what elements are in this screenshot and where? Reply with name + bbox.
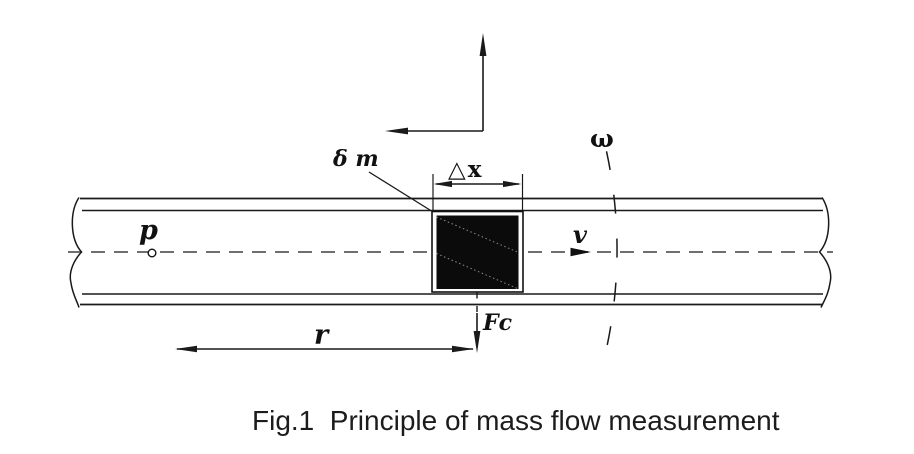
- delta-m-leader: [368, 171, 432, 212]
- delta-x-dimension: [432, 174, 524, 210]
- pipe-walls: [69, 197, 832, 308]
- rotation-arc: [604, 151, 618, 354]
- r-right-arrowhead-icon: [452, 345, 474, 353]
- right-dim-arrowhead-icon: [503, 180, 522, 188]
- coriolis-force-arrow: [473, 292, 481, 353]
- v-arrowhead-icon: [570, 247, 591, 257]
- mass-element-square: [431, 210, 524, 293]
- pivot-label: p: [139, 215, 158, 246]
- right-break-squiggle: [818, 197, 832, 308]
- left-dim-arrowhead-icon: [433, 180, 452, 188]
- pivot-point-marker: [147, 248, 157, 258]
- mass-element-label: δ m: [333, 146, 379, 172]
- r-left-arrowhead-icon: [175, 345, 197, 353]
- flow-velocity-label: v: [573, 220, 587, 249]
- coordinate-axes: [385, 33, 487, 135]
- left-arrowhead-icon: [385, 127, 408, 135]
- element-length-label: △x: [448, 156, 484, 183]
- angular-velocity-label: ω: [590, 124, 614, 153]
- up-arrowhead-icon: [479, 33, 487, 56]
- velocity-arrow: [570, 247, 591, 257]
- radius-label: r: [314, 320, 329, 351]
- coriolis-force-label: Fc: [483, 310, 513, 336]
- left-break-squiggle: [69, 197, 83, 308]
- radius-dimension: [175, 345, 474, 353]
- figure-caption: Fig.1 Principle of mass flow measurement: [252, 405, 780, 436]
- square-hatch-lines: [436, 216, 519, 290]
- down-arrowhead-icon: [473, 331, 481, 353]
